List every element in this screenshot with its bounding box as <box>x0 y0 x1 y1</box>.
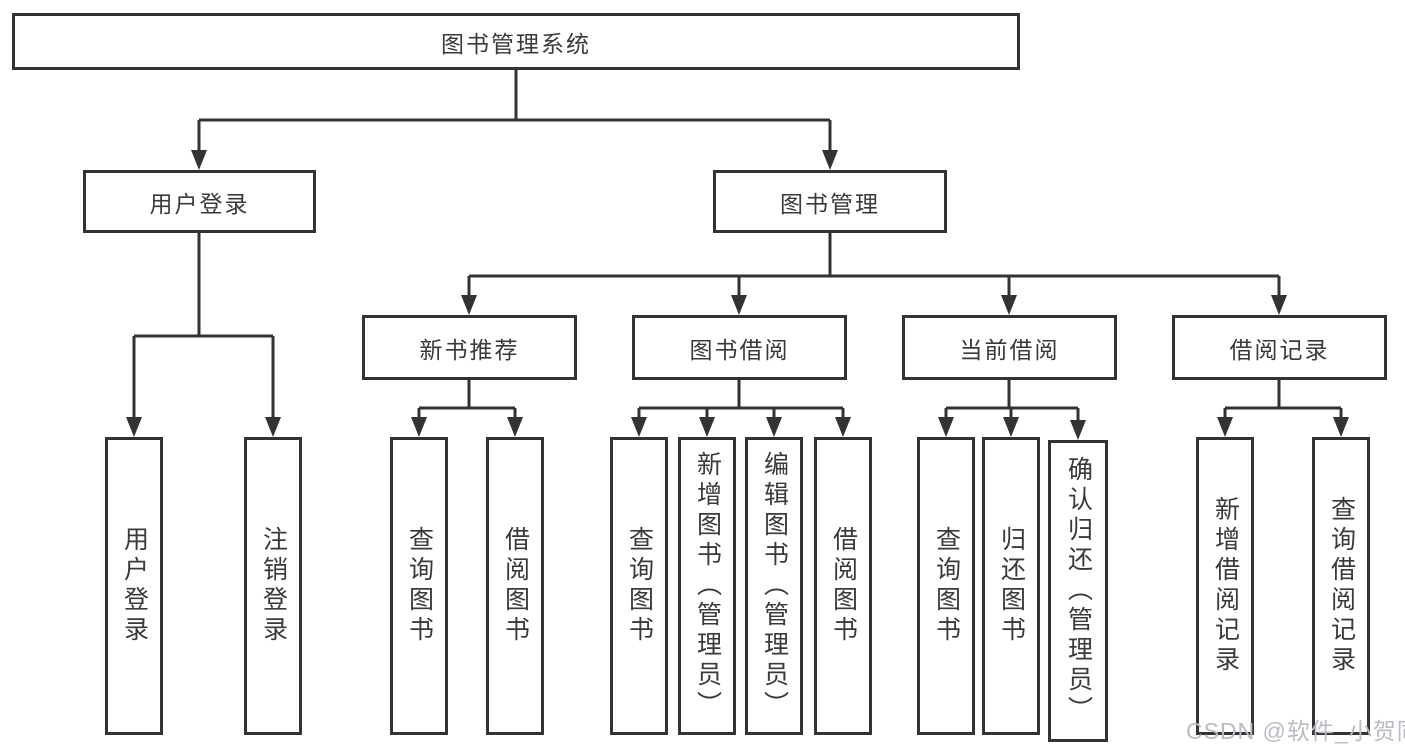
leaf-confirm-return-admin: 确认归还（管理员） <box>1048 440 1108 742</box>
node-label: 当前借阅 <box>959 336 1060 363</box>
node-label: 新书推荐 <box>419 336 520 363</box>
node-label: 借阅图书 <box>501 526 530 646</box>
node-library-management-system: 图书管理系统 <box>12 13 1020 70</box>
leaf-logout: 注销登录 <box>244 437 302 735</box>
node-label: 新增图书（管理员） <box>693 451 722 721</box>
node-label: 借阅图书 <box>829 526 858 646</box>
node-book-management: 图书管理 <box>713 170 947 233</box>
node-current-borrow: 当前借阅 <box>902 315 1117 380</box>
leaf-return-book: 归还图书 <box>982 437 1040 735</box>
leaf-query-book-current: 查询图书 <box>917 437 975 735</box>
node-label: 查询图书 <box>932 526 961 646</box>
node-new-book-recommend: 新书推荐 <box>362 315 577 380</box>
leaf-add-book-admin: 新增图书（管理员） <box>678 437 736 735</box>
node-label: 用户登录 <box>149 190 250 217</box>
node-label: 确认归还（管理员） <box>1064 456 1093 726</box>
node-borrow-record: 借阅记录 <box>1172 315 1387 380</box>
leaf-query-book-recommend: 查询图书 <box>390 437 448 735</box>
node-book-borrow: 图书借阅 <box>632 315 847 380</box>
leaf-add-borrow-record: 新增借阅记录 <box>1196 437 1254 735</box>
node-label: 查询图书 <box>405 526 434 646</box>
node-label: 查询图书 <box>625 526 654 646</box>
node-label: 注销登录 <box>259 526 288 646</box>
node-label: 归还图书 <box>997 526 1026 646</box>
node-label: 用户登录 <box>120 526 149 646</box>
node-label: 图书借阅 <box>689 336 790 363</box>
csdn-watermark: CSDN @软件_小贺同学 <box>1186 718 1405 744</box>
node-label: 编辑图书（管理员） <box>760 451 789 721</box>
leaf-edit-book-admin: 编辑图书（管理员） <box>745 437 803 735</box>
node-user-login: 用户登录 <box>83 170 316 233</box>
leaf-query-borrow-record: 查询借阅记录 <box>1312 437 1370 735</box>
node-label: 借阅记录 <box>1229 336 1330 363</box>
node-label: 新增借阅记录 <box>1211 496 1240 676</box>
node-label: 图书管理系统 <box>441 30 591 57</box>
leaf-borrow-book: 借阅图书 <box>814 437 872 735</box>
leaf-borrow-book-recommend: 借阅图书 <box>486 437 544 735</box>
leaf-query-book-borrow: 查询图书 <box>610 437 668 735</box>
node-label: 图书管理 <box>780 190 880 217</box>
node-label: 查询借阅记录 <box>1327 496 1356 676</box>
leaf-user-login: 用户登录 <box>105 437 163 735</box>
